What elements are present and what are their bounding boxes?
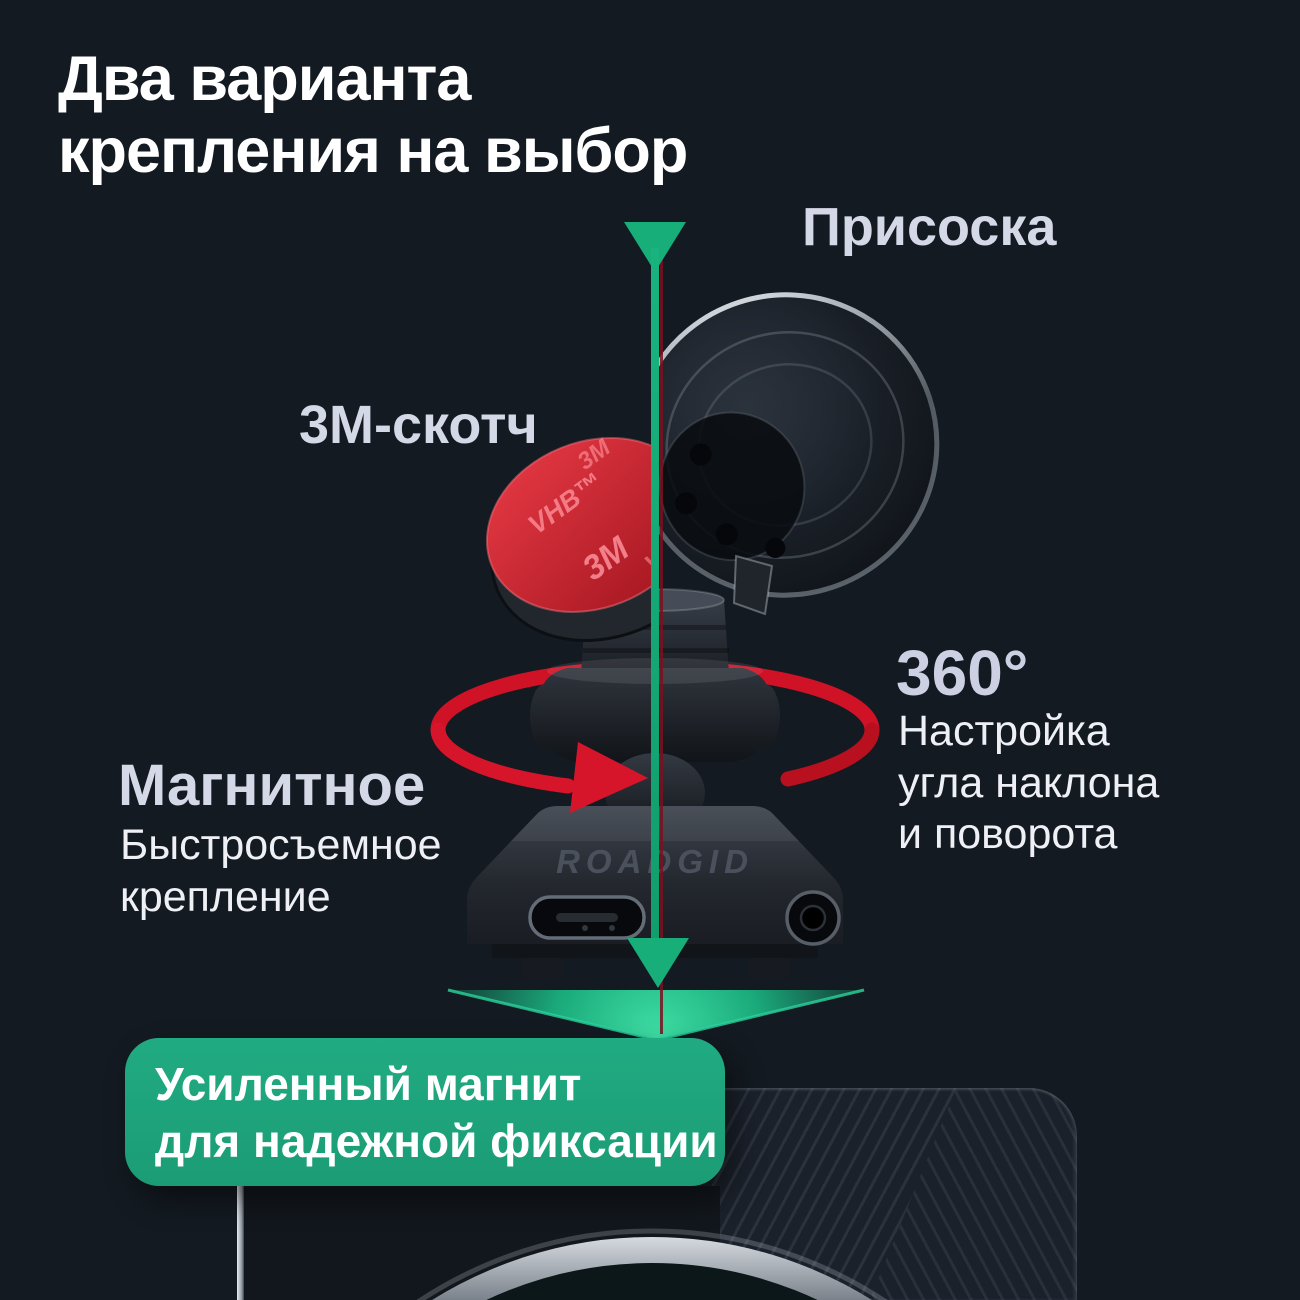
- label-magnetic-mount: Магнитное: [118, 753, 426, 818]
- dashcam-front-body: [237, 1186, 720, 1300]
- label-rotation-description: Настройка угла наклона и поворота: [898, 707, 1160, 859]
- page-title-line1: Два варианта: [58, 44, 471, 114]
- audio-jack-port: [785, 890, 841, 946]
- page-title-line2: крепления на выбор: [58, 115, 688, 186]
- dashcam-edge-highlight: [237, 1186, 244, 1300]
- tape-watermark: VHB: [640, 526, 697, 578]
- label-3m-tape: 3М-скотч: [299, 395, 538, 455]
- magnet-callout-text: Усиленный магнит для надежной фиксации: [155, 1058, 718, 1168]
- dashcam-back-body: [700, 1088, 1077, 1300]
- tape-watermark: VHB™: [523, 467, 609, 541]
- usb-c-port: [528, 895, 646, 940]
- label-magnetic-description: Быстросъемное крепление: [120, 821, 442, 921]
- label-360-degrees: 360°: [896, 637, 1029, 709]
- tape-watermark: 3M: [575, 529, 636, 588]
- down-arrow-bottom-icon: [627, 938, 689, 988]
- label-suction-mount: Присоска: [802, 197, 1057, 257]
- page-title: Два варианта крепления на выбор: [58, 44, 688, 188]
- magnet-callout-box: Усиленный магнит для надежной фиксации: [125, 1038, 725, 1186]
- red-accent-line: [660, 252, 663, 1034]
- tape-watermark: 3M: [573, 433, 617, 475]
- split-line: [651, 248, 659, 948]
